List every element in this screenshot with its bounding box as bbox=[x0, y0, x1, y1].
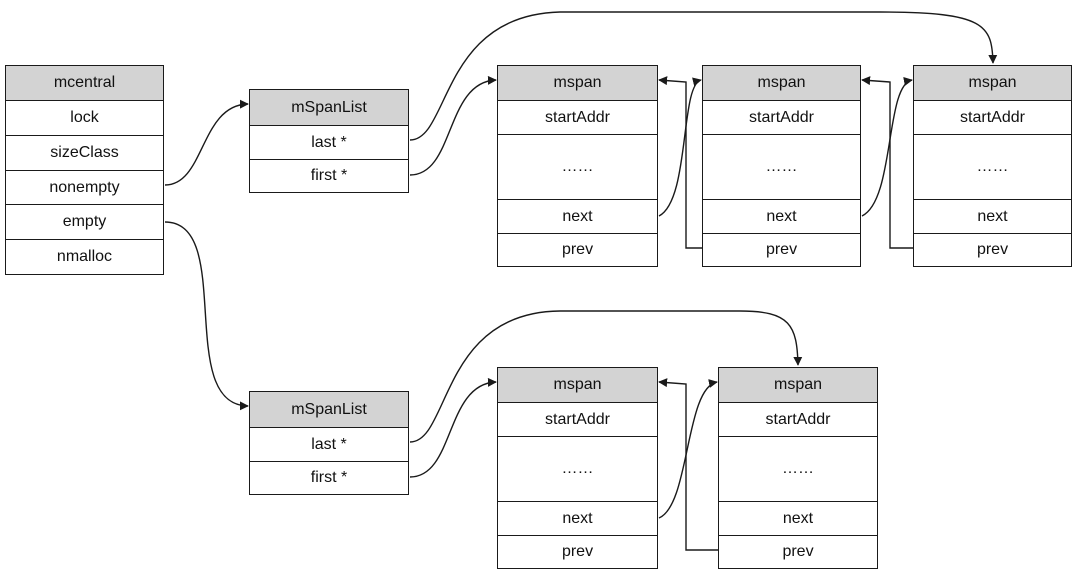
nonempty-mspan-2: mspan startAddr …… next prev bbox=[702, 65, 861, 267]
mspan-startaddr: startAddr bbox=[914, 100, 1071, 134]
mspan-next: next bbox=[703, 199, 860, 233]
mspan-ellipsis: …… bbox=[914, 134, 1071, 199]
nonempty-mspan-3: mspan startAddr …… next prev bbox=[913, 65, 1072, 267]
mspan-ellipsis: …… bbox=[719, 436, 877, 501]
arrow-span2-prev-to-span1 bbox=[658, 76, 703, 249]
arrow-nonempty-first-to-head bbox=[409, 75, 497, 176]
mspan-startaddr: startAddr bbox=[719, 402, 877, 436]
arrow-nonempty-to-mspanlist bbox=[164, 99, 249, 186]
mspan-startaddr: startAddr bbox=[703, 100, 860, 134]
empty-mspanlist-header: mSpanList bbox=[250, 392, 408, 427]
mcentral-field-empty: empty bbox=[6, 204, 163, 239]
mspan-header: mspan bbox=[498, 368, 657, 402]
mspan-prev: prev bbox=[703, 233, 860, 265]
mspan-startaddr: startAddr bbox=[498, 100, 657, 134]
empty-mspanlist-last: last * bbox=[250, 427, 408, 461]
nonempty-mspanlist-first: first * bbox=[250, 159, 408, 192]
arrow-empty-span1-next-to-span2 bbox=[658, 379, 718, 519]
arrow-empty-first-to-head bbox=[409, 377, 497, 478]
arrow-empty-last-to-tail bbox=[409, 310, 803, 443]
mcentral-header: mcentral bbox=[6, 66, 163, 100]
mspan-prev: prev bbox=[914, 233, 1071, 265]
mspan-prev: prev bbox=[719, 535, 877, 567]
mcentral-field-nmalloc: nmalloc bbox=[6, 239, 163, 273]
mspan-next: next bbox=[498, 199, 657, 233]
mspan-startaddr: startAddr bbox=[498, 402, 657, 436]
arrow-empty-to-mspanlist bbox=[164, 221, 249, 411]
mcentral-field-lock: lock bbox=[6, 100, 163, 135]
empty-mspan-1: mspan startAddr …… next prev bbox=[497, 367, 658, 569]
mspan-header: mspan bbox=[914, 66, 1071, 100]
mspan-ellipsis: …… bbox=[498, 134, 657, 199]
arrow-empty-span2-prev-to-span1 bbox=[658, 378, 719, 551]
mspan-next: next bbox=[498, 501, 657, 535]
mspan-prev: prev bbox=[498, 535, 657, 567]
arrow-span2-next-to-span3 bbox=[861, 77, 913, 217]
mspan-header: mspan bbox=[719, 368, 877, 402]
arrow-span3-prev-to-span2 bbox=[861, 76, 914, 249]
arrow-span1-next-to-span2 bbox=[658, 77, 702, 217]
mcentral-field-sizeclass: sizeClass bbox=[6, 135, 163, 170]
nonempty-mspanlist-header: mSpanList bbox=[250, 90, 408, 125]
empty-mspan-2: mspan startAddr …… next prev bbox=[718, 367, 878, 569]
mspan-header: mspan bbox=[703, 66, 860, 100]
mspan-ellipsis: …… bbox=[498, 436, 657, 501]
mspan-header: mspan bbox=[498, 66, 657, 100]
empty-mspanlist-first: first * bbox=[250, 461, 408, 494]
mspan-next: next bbox=[719, 501, 877, 535]
mspan-ellipsis: …… bbox=[703, 134, 860, 199]
mspan-prev: prev bbox=[498, 233, 657, 265]
mcentral-field-nonempty: nonempty bbox=[6, 170, 163, 204]
empty-mspanlist-box: mSpanList last * first * bbox=[249, 391, 409, 495]
nonempty-mspanlist-last: last * bbox=[250, 125, 408, 159]
nonempty-mspan-1: mspan startAddr …… next prev bbox=[497, 65, 658, 267]
mcentral-box: mcentral lock sizeClass nonempty empty n… bbox=[5, 65, 164, 275]
arrow-nonempty-last-to-tail bbox=[409, 11, 998, 141]
mspan-next: next bbox=[914, 199, 1071, 233]
nonempty-mspanlist-box: mSpanList last * first * bbox=[249, 89, 409, 193]
